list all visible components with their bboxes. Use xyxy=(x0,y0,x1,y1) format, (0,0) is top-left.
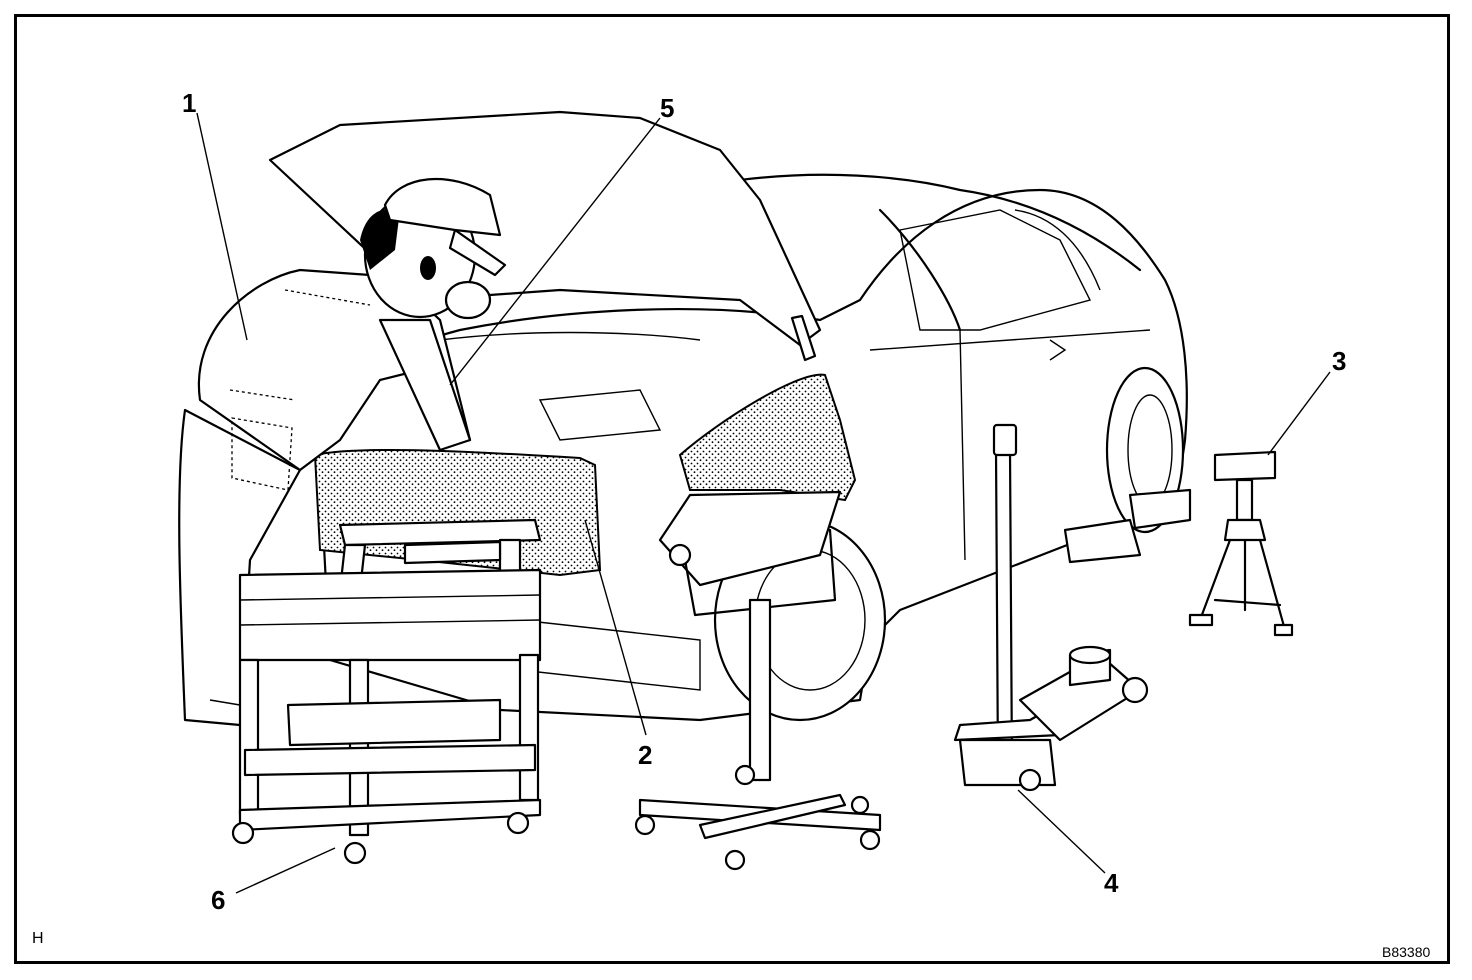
fender-cover-icon xyxy=(313,373,857,577)
work-light-icon xyxy=(634,490,882,871)
leader-line-1 xyxy=(196,112,248,341)
technician-icon xyxy=(178,177,507,727)
callout-1: 1 xyxy=(182,88,197,118)
callout-6: 6 xyxy=(211,885,226,915)
leader-line-4 xyxy=(1017,789,1106,874)
leader-line-2 xyxy=(584,519,647,736)
figure-frame xyxy=(14,14,1450,964)
jack-stand-icon xyxy=(1188,450,1294,637)
callout-5: 5 xyxy=(660,93,675,123)
floor-jack-icon xyxy=(953,423,1149,792)
leader-line-5 xyxy=(449,117,661,386)
callout-4: 4 xyxy=(1104,868,1119,898)
callout-2: 2 xyxy=(638,740,653,770)
leader-line-6 xyxy=(235,847,336,894)
callout-3: 3 xyxy=(1332,346,1347,376)
leader-lines xyxy=(196,112,1331,894)
figure-id: B83380 xyxy=(1382,944,1431,960)
corner-mark-left: H xyxy=(32,930,44,947)
tool-cart-icon xyxy=(231,518,542,865)
leader-line-3 xyxy=(1267,371,1331,456)
